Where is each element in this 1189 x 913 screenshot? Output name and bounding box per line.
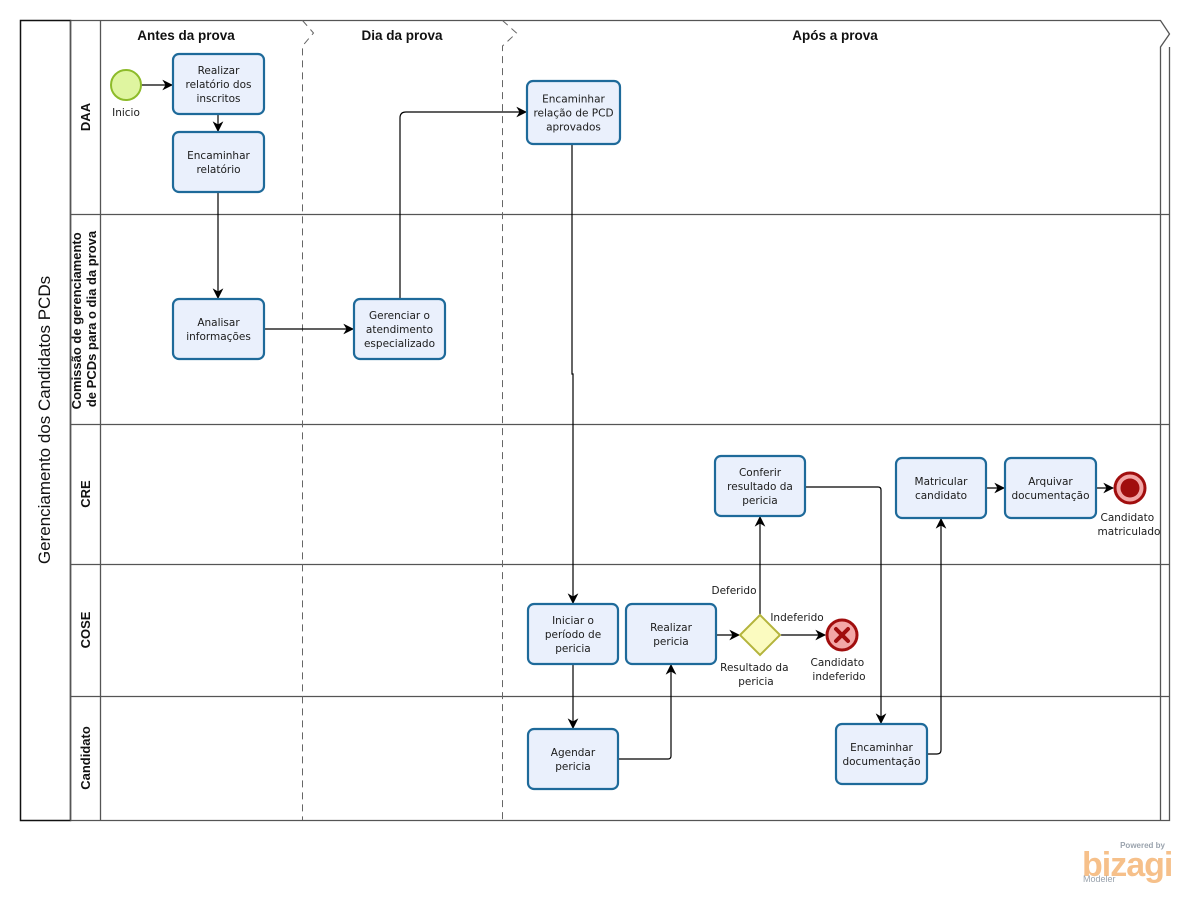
start-event[interactable]: Inicio bbox=[110, 69, 142, 119]
phase-divider-1 bbox=[302, 20, 315, 820]
phase-title-apos: Após a prova bbox=[792, 28, 878, 43]
lane-separators bbox=[70, 213, 1170, 698]
close-x-icon bbox=[834, 627, 850, 643]
task-box[interactable] bbox=[171, 130, 266, 194]
lane-label-cose: COSE bbox=[78, 611, 93, 648]
flow-encaminhar-doc-to-matricular bbox=[927, 517, 947, 755]
task-box[interactable] bbox=[352, 297, 447, 361]
watermark-modeler: Modeler bbox=[1083, 874, 1116, 884]
end-event-matriculado[interactable]: Candidato matriculado bbox=[1098, 471, 1161, 538]
gateway-deferido-label: Deferido bbox=[711, 585, 756, 597]
phase-title-dia: Dia da prova bbox=[361, 28, 443, 43]
gateway-indeferido-label: Indeferido bbox=[770, 612, 823, 624]
sequence-flows bbox=[141, 79, 1115, 760]
flow-conferir-to-encaminhar-doc bbox=[805, 486, 887, 725]
task-box[interactable] bbox=[526, 727, 620, 791]
phases: Antes da prova Dia da prova Após a prova bbox=[137, 20, 878, 820]
gateway-label: Resultado da pericia bbox=[720, 662, 792, 688]
end-event-indeferido[interactable]: Candidato indeferido bbox=[811, 618, 868, 683]
end-event-matriculado-label: Candidato matriculado bbox=[1098, 512, 1161, 538]
watermark-powered-by: Powered by bbox=[1120, 841, 1165, 850]
task-box[interactable] bbox=[171, 52, 266, 116]
task-box[interactable] bbox=[525, 79, 622, 146]
pool-title: Gerenciamento dos Candidatos PCDs bbox=[35, 276, 54, 564]
bizagi-watermark: Powered by bizagi Modeler bbox=[1082, 841, 1173, 884]
start-event-circle[interactable] bbox=[110, 69, 142, 101]
task-box[interactable] bbox=[1003, 456, 1098, 520]
pool-title-band bbox=[19, 19, 72, 822]
task-box[interactable] bbox=[834, 722, 929, 786]
flow-agendar-to-realizar-pericia bbox=[618, 663, 677, 760]
phase-title-antes: Antes da prova bbox=[137, 28, 235, 43]
task-box[interactable] bbox=[624, 602, 718, 666]
lane-label-candidato: Candidato bbox=[78, 726, 93, 790]
task-box[interactable] bbox=[713, 454, 807, 518]
flow-gerenciar-to-relacao bbox=[399, 106, 528, 299]
start-event-label: Inicio bbox=[112, 107, 140, 119]
watermark-brand-logo: bizagi bbox=[1082, 846, 1172, 884]
pool: Gerenciamento dos Candidatos PCDs bbox=[19, 19, 1171, 822]
task-box[interactable] bbox=[894, 456, 988, 520]
end-event-indeferido-label: Candidato indeferido bbox=[811, 657, 868, 683]
pool-border bbox=[70, 19, 1171, 822]
phase-divider-2 bbox=[502, 20, 518, 820]
lane-labels: DAA Comissão de gerenciamento de PCDs pa… bbox=[69, 102, 99, 789]
task-box[interactable] bbox=[526, 602, 620, 666]
lane-label-comissao: Comissão de gerenciamento de PCDs para o… bbox=[69, 229, 99, 410]
lane-label-daa: DAA bbox=[78, 102, 93, 131]
end-event-inner-dot bbox=[1120, 478, 1140, 498]
lane-label-cre: CRE bbox=[78, 480, 93, 508]
task-box[interactable] bbox=[171, 297, 266, 361]
exclusive-gateway[interactable]: Resultado da pericia Deferido Indeferido bbox=[711, 585, 823, 688]
gateway-diamond[interactable] bbox=[738, 613, 782, 657]
flow-relacao-to-iniciar bbox=[567, 144, 579, 605]
